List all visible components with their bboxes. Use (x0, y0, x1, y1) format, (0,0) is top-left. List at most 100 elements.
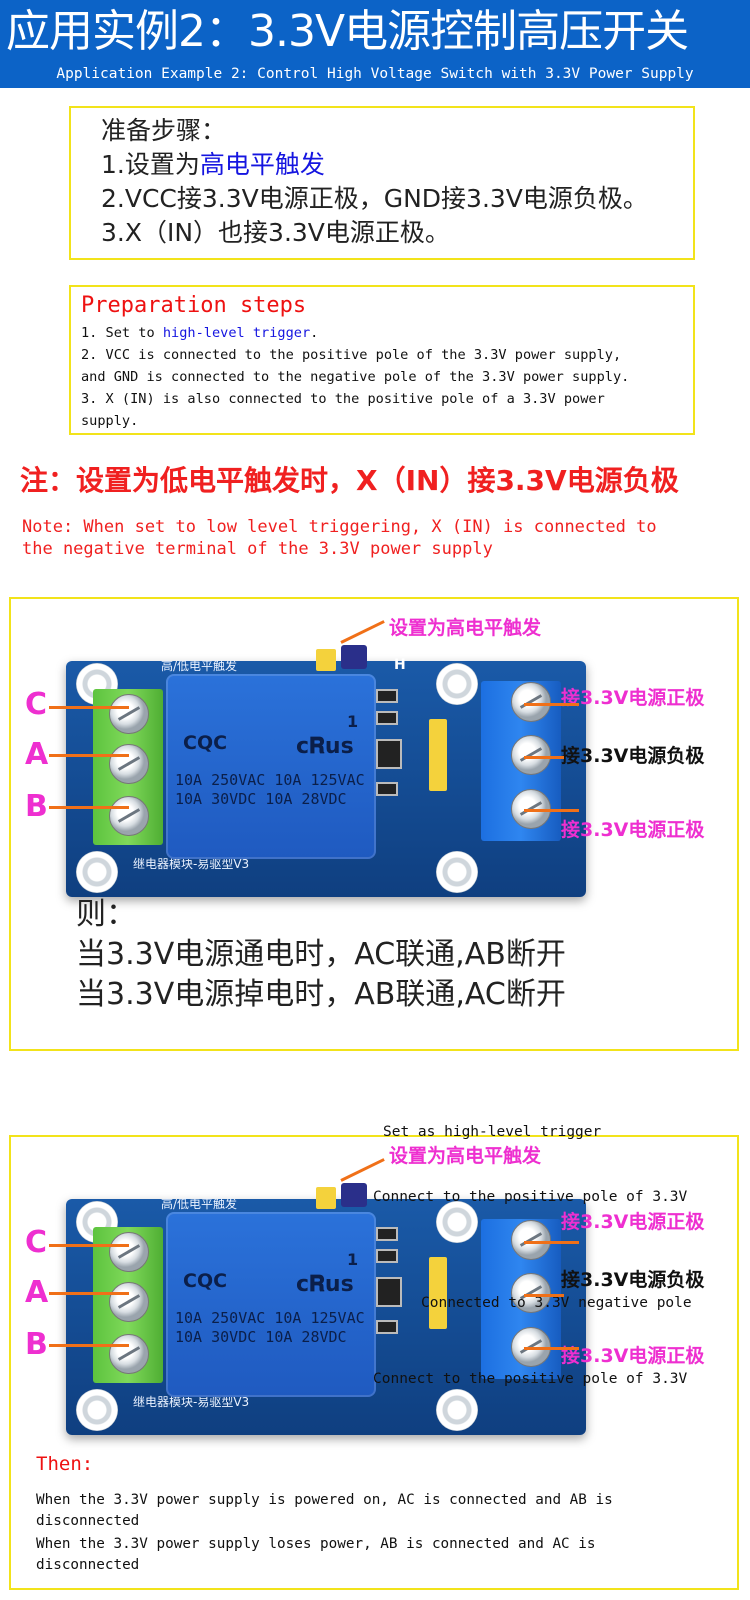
prep-en-title: Preparation steps (81, 293, 307, 318)
prep-cn-step1: 1.设置为高电平触发 (101, 150, 325, 180)
result-en-line4: disconnected (36, 1557, 140, 1573)
screw-icon (109, 694, 149, 734)
mount-hole (436, 1389, 478, 1431)
leader-line-pos-top (524, 1241, 579, 1244)
neg-label: 接3.3V电源负极 (561, 1269, 705, 1291)
board-silk-bottom: 继电器模块-易驱型V3 (133, 857, 250, 871)
mount-hole (436, 663, 478, 705)
board-silk-top: 高/低电平触发 (161, 1197, 238, 1211)
terminal-letter-b: B (25, 1327, 48, 1362)
screw-icon (511, 1220, 551, 1260)
board-diagram-2: 高/低电平触发 继电器模块-易驱型V3 CQC c𝐑us 1 10A 250VA… (9, 1124, 739, 1590)
relay-rating-line1: 10A 250VAC 10A 125VAC (175, 1309, 365, 1327)
relay-cqc-logo: CQC (183, 1270, 228, 1292)
terminal-letter-a: A (25, 1275, 49, 1310)
jumper-cap (341, 1183, 367, 1207)
mount-hole (436, 851, 478, 893)
prep-en-step2b: and GND is connected to the negative pol… (81, 369, 630, 385)
leader-line-c (49, 1244, 129, 1247)
smd-component (376, 739, 402, 769)
prep-en-step1-suffix: . (310, 325, 319, 341)
pos-label-top: 接3.3V电源正极 (561, 1211, 705, 1233)
relay-rating-line2: 10A 30VDC 10A 28VDC (175, 1328, 347, 1346)
pos-label-en-top: Connect to the positive pole of 3.3V (373, 1189, 688, 1205)
leader-line-a (49, 1292, 129, 1295)
prep-en-step1-highlight: high-level trigger (162, 325, 311, 341)
leader-line-pos-top (524, 703, 579, 706)
leader-line-jumper (340, 620, 385, 644)
yellow-pin-header (429, 719, 447, 791)
smd-component (376, 1320, 398, 1334)
page-title: 应用实例2：3.3V电源控制高压开关 (6, 6, 689, 57)
terminal-letter-c: C (25, 1225, 48, 1260)
jumper-cap (341, 645, 367, 669)
relay-cqc-logo: CQC (183, 732, 228, 754)
relay (166, 674, 376, 859)
jumper-pins (316, 1187, 336, 1209)
smd-component (376, 1249, 398, 1263)
note-en-line2: the negative terminal of the 3.3V power … (22, 539, 493, 559)
note-cn: 注：设置为低电平触发时，X（IN）接3.3V电源负极 (20, 464, 679, 497)
page-subtitle: Application Example 2: Control High Volt… (56, 66, 694, 82)
note-en-line1: Note: When set to low level triggering, … (22, 517, 657, 537)
prep-en-step3a: 3. X (IN) is also connected to the posit… (81, 391, 605, 407)
prep-cn-title: 准备步骤： (101, 116, 227, 145)
pos-label-top: 接3.3V电源正极 (561, 687, 705, 709)
result-en-title: Then: (36, 1453, 94, 1475)
screw-icon (109, 1334, 149, 1374)
leader-line-pos-bottom (524, 809, 579, 812)
smd-component (376, 1277, 402, 1307)
prep-steps-cn-box: 准备步骤： 1.设置为高电平触发 2.VCC接3.3V电源正极，GND接3.3V… (69, 106, 695, 260)
prep-en-step3b: supply. (81, 413, 139, 429)
mount-hole (436, 1201, 478, 1243)
leader-line-neg (524, 756, 564, 759)
smd-component (376, 782, 398, 796)
screw-icon (109, 1232, 149, 1272)
leader-line-neg (524, 1294, 564, 1297)
smd-component (376, 1227, 398, 1241)
relay-ul-logo: c𝐑us (296, 1272, 354, 1297)
prep-cn-step1-prefix: 1.设置为 (101, 150, 200, 179)
leader-line-a (49, 754, 129, 757)
leader-line-pos-bottom (524, 1347, 579, 1350)
result-cn-line1: 当3.3V电源通电时，AC联通,AB断开 (76, 937, 566, 972)
terminal-letter-a: A (25, 737, 49, 772)
relay-rating-line2: 10A 30VDC 10A 28VDC (175, 790, 347, 808)
board-silk-top: 高/低电平触发 (161, 659, 238, 673)
relay-number: 1 (347, 712, 359, 731)
pos-label-bottom: 接3.3V电源正极 (561, 1345, 705, 1367)
pos-label-en-bottom: Connect to the positive pole of 3.3V (373, 1371, 688, 1387)
board-diagram-1: 高/低电平触发 继电器模块-易驱型V3 CQC c𝐑us 1 10A 250VA… (9, 597, 739, 1051)
leader-line-c (49, 706, 129, 709)
result-cn-line2: 当3.3V电源掉电时，AB联通,AC断开 (76, 977, 566, 1012)
result-en-line2: disconnected (36, 1513, 140, 1529)
prep-cn-step1-highlight: 高电平触发 (199, 150, 325, 179)
screw-icon (109, 796, 149, 836)
prep-cn-step3: 3.X（IN）也接3.3V电源正极。 (101, 218, 450, 247)
result-en-line3: When the 3.3V power supply loses power, … (36, 1536, 596, 1552)
prep-steps-en-box: Preparation steps 1. Set to high-level t… (69, 285, 695, 435)
neg-label-en: Connected to 3.3V negative pole (421, 1295, 692, 1311)
pos-label-bottom: 接3.3V电源正极 (561, 819, 705, 841)
note-en: Note: When set to low level triggering, … (22, 516, 657, 560)
prep-en-step2a: 2. VCC is connected to the positive pole… (81, 347, 622, 363)
screw-icon (511, 1273, 551, 1313)
smd-component (376, 689, 398, 703)
leader-line-b (49, 1344, 129, 1347)
jumper-label-cn: 设置为高电平触发 (389, 1145, 542, 1167)
jumper-label-cn: 设置为高电平触发 (389, 617, 542, 639)
relay-number: 1 (347, 1250, 359, 1269)
relay-rating-line1: 10A 250VAC 10A 125VAC (175, 771, 365, 789)
board-silk-bottom: 继电器模块-易驱型V3 (133, 1395, 250, 1409)
yellow-pin-header (429, 1257, 447, 1329)
prep-en-step1-prefix: 1. Set to (81, 325, 163, 341)
screw-icon (109, 1282, 149, 1322)
leader-line-jumper (340, 1158, 385, 1182)
neg-label: 接3.3V电源负极 (561, 745, 705, 767)
prep-en-step1: 1. Set to high-level trigger. (81, 322, 318, 344)
relay (166, 1212, 376, 1397)
screw-icon (511, 735, 551, 775)
screw-icon (109, 744, 149, 784)
result-cn-title: 则： (76, 897, 136, 932)
header-banner: 应用实例2：3.3V电源控制高压开关 Application Example 2… (0, 0, 750, 88)
